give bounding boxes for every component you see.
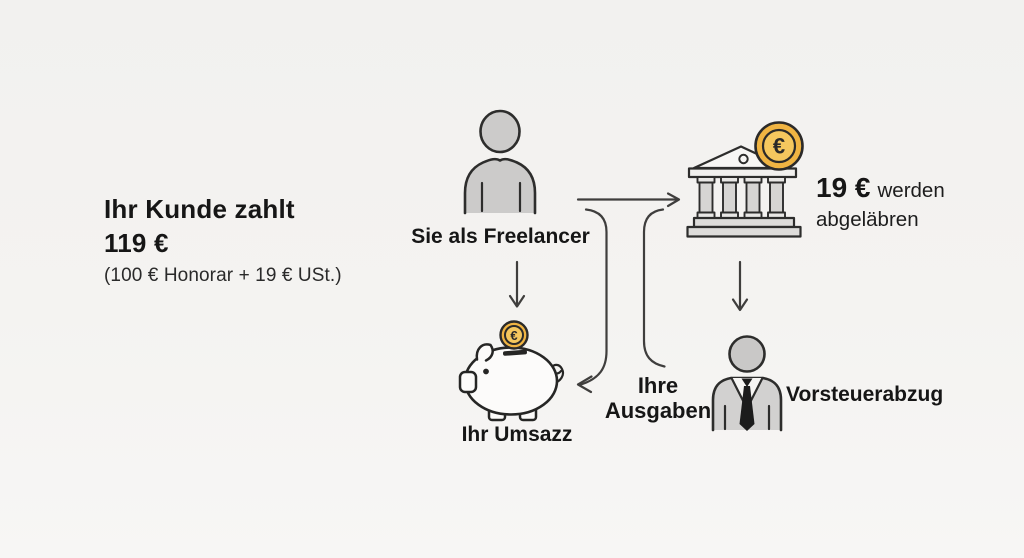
euro-symbol-small: € (510, 328, 517, 343)
freelancer-arm-lines (480, 181, 522, 213)
piggy-snout (458, 370, 478, 394)
bank-amount-line2: abgeläbren (816, 208, 919, 231)
headline-subline: (100 € Honorar + 19 € USt.) (104, 265, 342, 286)
expenses-label: Ihre Ausgaben (594, 373, 722, 423)
freelancer-torso (463, 157, 537, 215)
euro-coin-small-icon: € (499, 320, 529, 350)
return-curve-left-arrow (576, 208, 608, 394)
arrow-freelancer-to-bank (576, 192, 681, 208)
expenses-label-line2: Ausgaben (604, 398, 712, 423)
bank-pediment-circle (738, 153, 749, 165)
customer-pays-text: Ihr Kunde zahlt 119 € (100 € Honorar + 1… (104, 192, 384, 287)
headline-line1: Ihr Kunde zahlt (104, 194, 295, 224)
piggy-bank-label: Ihr Umsazz (461, 423, 573, 446)
bank-columns (696, 176, 786, 219)
bank-step-upper (692, 216, 796, 229)
businessman-arm-lines (723, 404, 771, 431)
bank-amount: 19 € (816, 172, 871, 203)
businessman-head (728, 335, 766, 373)
euro-symbol-large: € (773, 134, 785, 159)
bank-amount-text: 19 € werden abgeläbren (816, 172, 1021, 232)
arrow-freelancer-to-piggy (508, 260, 526, 308)
businessman-tie (739, 386, 755, 431)
businessman-tie-knot (741, 378, 753, 387)
piggy-ear (475, 343, 494, 362)
piggy-coin-slot (502, 349, 527, 356)
freelancer-person-icon (463, 109, 537, 215)
expenses-label-line1: Ihre (637, 373, 679, 398)
freelancer-label: Sie als Freelancer (411, 225, 590, 248)
headline-line2: 119 € (104, 228, 169, 258)
bank-entablature (687, 167, 798, 179)
bank-amount-suffix: werden (877, 179, 945, 202)
piggy-eye (483, 368, 489, 375)
vorsteuerabzug-label: Vorsteuerabzug (786, 383, 944, 406)
bank-amount-line1: 19 € werden (816, 172, 1021, 208)
bank-step-lower (686, 225, 802, 238)
arrow-bank-to-businessman (731, 260, 749, 312)
businessman-icon (711, 335, 783, 432)
return-curve-right (642, 208, 666, 368)
freelancer-head (479, 109, 521, 154)
piggy-bank-icon (458, 343, 565, 422)
euro-coin-large-icon: € (754, 121, 804, 171)
